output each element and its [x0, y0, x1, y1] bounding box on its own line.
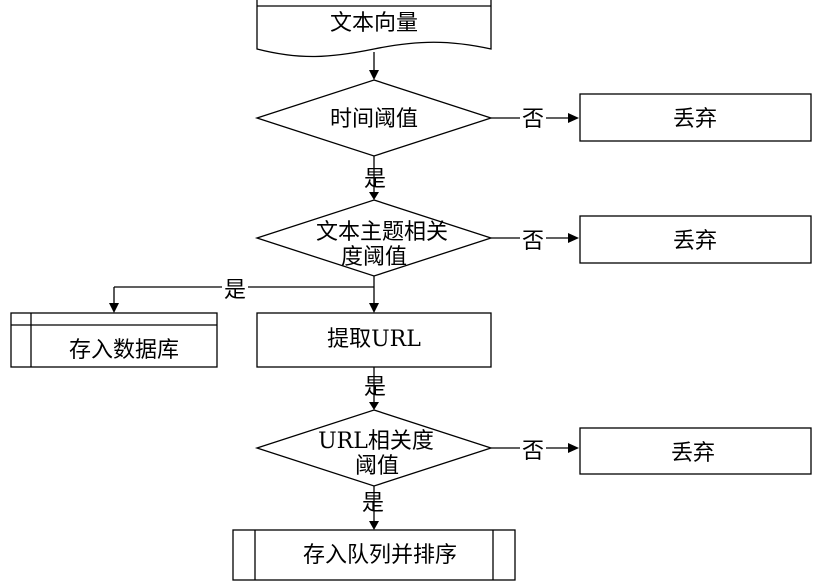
- process-node-discard: 丢弃: [579, 427, 812, 475]
- arrow-head: [568, 443, 579, 453]
- edge-label-no: 否: [522, 229, 544, 254]
- subprocess-label: 存入数据库: [69, 338, 179, 363]
- arrow-head: [109, 303, 119, 313]
- process-label: 丢弃: [673, 107, 717, 132]
- process-node-discard: 丢弃: [579, 93, 812, 142]
- decision-label: 时间阈值: [330, 107, 418, 132]
- document-node-text-vector: 文本向量: [256, 0, 492, 58]
- arrow-head: [568, 233, 579, 243]
- decision-label-line1: 文本主题相关: [316, 220, 448, 245]
- process-node-discard: 丢弃: [579, 215, 812, 264]
- decision-node-topic-threshold: 文本主题相关 度阈值: [254, 199, 494, 277]
- edge-label-yes: 是: [362, 491, 384, 516]
- arrow-head: [568, 113, 579, 123]
- document-node-label: 文本向量: [330, 11, 418, 36]
- arrow-head: [369, 303, 379, 313]
- process-label: 提取URL: [327, 327, 421, 352]
- edge-label-yes: 是: [224, 278, 246, 303]
- subprocess-label: 存入队列并排序: [303, 543, 457, 568]
- edge-label-no: 否: [522, 439, 544, 464]
- process-node-extract-url: 提取URL: [256, 312, 492, 368]
- subprocess-node-store-db: 存入数据库: [10, 312, 218, 368]
- process-label: 丢弃: [671, 441, 715, 466]
- decision-label-line1: URL相关度: [318, 429, 434, 454]
- edge-label-no: 否: [522, 107, 544, 132]
- arrow-head: [369, 192, 379, 200]
- arrow-head: [369, 402, 379, 410]
- subprocess-node-enqueue-sort: 存入队列并排序: [232, 529, 516, 581]
- decision-label-line2: 度阈值: [341, 245, 407, 270]
- edge-label-yes: 是: [364, 167, 386, 192]
- decision-node-url-threshold: URL相关度 阈值: [254, 409, 494, 487]
- process-label: 丢弃: [673, 229, 717, 254]
- arrow-head: [369, 521, 379, 530]
- decision-node-time-threshold: 时间阈值: [254, 79, 494, 157]
- decision-label-line2: 阈值: [355, 454, 399, 479]
- arrow-head: [369, 70, 379, 80]
- edge-label-yes: 是: [364, 375, 386, 400]
